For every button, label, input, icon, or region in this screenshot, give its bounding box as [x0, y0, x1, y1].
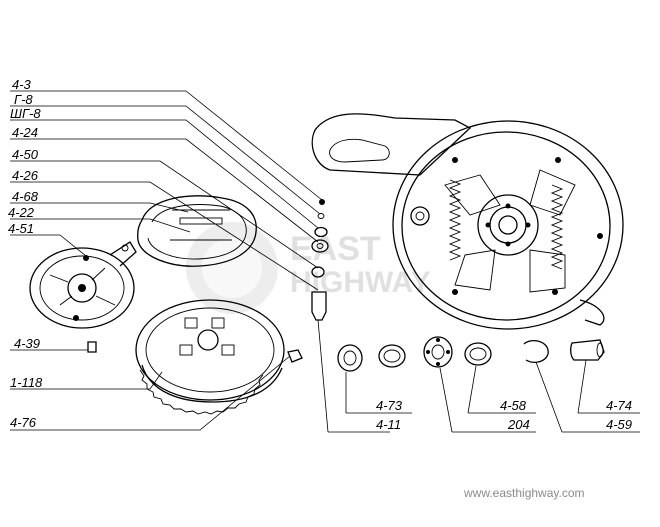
watermark-line2: HIGHWAY — [290, 266, 431, 299]
label-4-24: 4-24 — [12, 125, 38, 140]
label-4-73: 4-73 — [376, 398, 403, 413]
label-4-11: 4-11 — [376, 417, 401, 432]
spacer-4-74 — [570, 339, 605, 361]
circlip-4-59 — [523, 339, 549, 364]
washer-4-58 — [464, 342, 492, 366]
backing-plate — [29, 241, 137, 329]
label-204: 204 — [507, 417, 530, 432]
label-4-59: 4-59 — [606, 417, 632, 432]
bearing-204 — [423, 336, 453, 368]
label-4-50: 4-50 — [12, 147, 39, 162]
label-4-68: 4-68 — [12, 189, 39, 204]
label-4-51: 4-51 — [8, 221, 34, 236]
brake-shoes — [136, 195, 257, 267]
label-4-22: 4-22 — [8, 205, 35, 220]
ring-4-11 — [378, 344, 406, 368]
fastener-column — [311, 199, 329, 321]
label-4-39: 4-39 — [14, 336, 40, 351]
watermark-line1: EAST — [290, 230, 381, 268]
nut-4-76 — [287, 349, 303, 363]
leader-lines — [10, 90, 640, 433]
brake-drum-assembly — [311, 113, 624, 330]
pin-4-39 — [87, 341, 97, 353]
label-4-3: 4-3 — [12, 77, 32, 92]
footer-url: www.easthighway.com — [463, 486, 585, 500]
label-1-118: 1-118 — [10, 375, 43, 390]
seal-4-73 — [337, 344, 363, 372]
label-shg-8: ШГ-8 — [10, 106, 41, 121]
part-labels: 4-3 Г-8 ШГ-8 4-24 4-50 4-26 4-68 4-22 4-… — [8, 77, 632, 432]
label-4-58: 4-58 — [500, 398, 527, 413]
watermark: EAST HIGHWAY — [186, 222, 431, 314]
label-g-8: Г-8 — [14, 92, 33, 107]
label-4-76: 4-76 — [10, 415, 37, 430]
sprocket — [135, 299, 285, 415]
label-4-74: 4-74 — [606, 398, 632, 413]
label-4-26: 4-26 — [12, 168, 39, 183]
